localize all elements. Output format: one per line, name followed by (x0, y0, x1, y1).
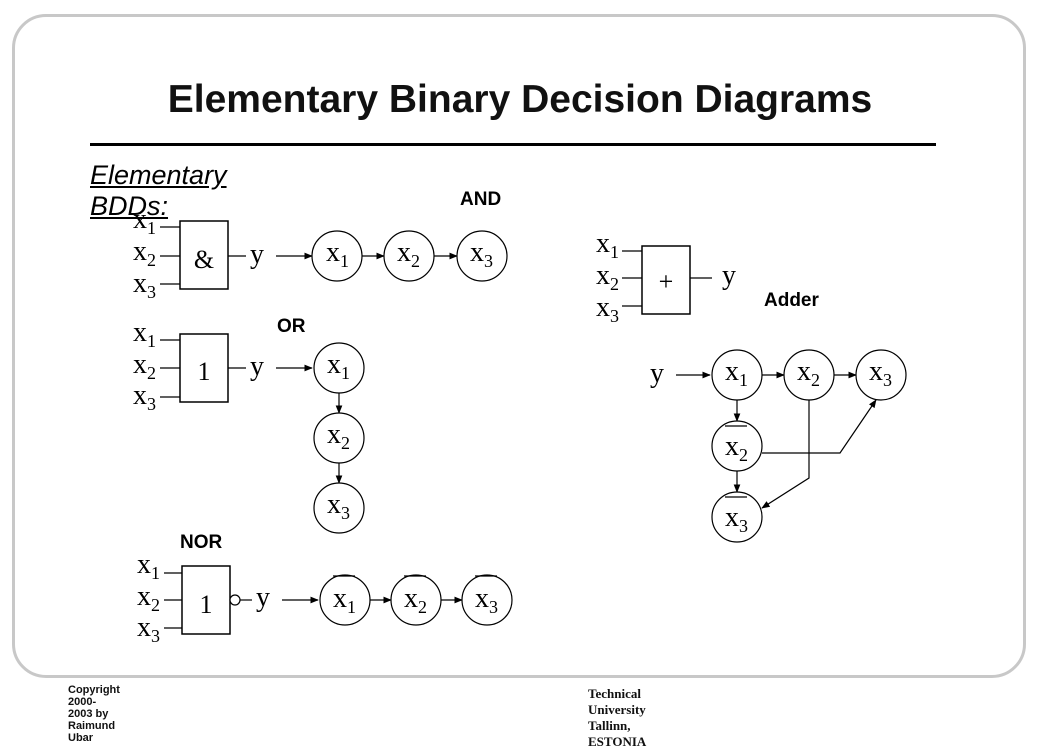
nor-gate-box (181, 565, 231, 635)
nor-node-x1-label: x1 (333, 583, 356, 617)
adder-gate-group: x1 x2 x3 + y Adder y x1 x2 x3 x2 (596, 228, 907, 543)
adder-output-y: y (722, 260, 736, 291)
and-label: AND (460, 189, 501, 210)
or-node-x2-label: x2 (327, 419, 350, 453)
or-gate-group: OR x1 x2 x3 1 y x1 x2 x3 (133, 316, 365, 534)
nor-gate-group: NOR x1 x2 x3 1 y x1 x2 x3 (137, 532, 513, 646)
nor-output-y: y (256, 582, 270, 613)
nor-label: NOR (180, 532, 223, 553)
nor-input-x3-label: x3 (137, 612, 160, 646)
or-gate-symbol: 1 (198, 357, 211, 386)
and-node-x1-label: x1 (326, 237, 349, 271)
adder-gate-box (641, 245, 691, 315)
diagram-canvas: AND x1 x2 x3 & y x1 x2 x3 (133, 189, 907, 646)
or-input-x3-label: x3 (133, 380, 156, 414)
adder-edge-x2-x3bar (761, 400, 810, 509)
footer-affiliation: Technical University Tallinn, ESTONIA (588, 686, 647, 749)
slide-frame (12, 14, 1026, 678)
or-input-x2-label: x2 (133, 349, 156, 383)
and-input-x3-label: x3 (133, 268, 156, 302)
or-input-x1-label: x1 (133, 317, 156, 351)
nor-node-x3-label: x3 (475, 583, 498, 617)
or-output-y: y (250, 351, 264, 382)
and-gate-group: AND x1 x2 x3 & y x1 x2 x3 (133, 189, 508, 302)
nor-node-x2-label: x2 (404, 583, 427, 617)
nor-input-x1-label: x1 (137, 549, 160, 583)
copyright: Copyright 2000-2003 by Raimund Ubar (68, 684, 120, 744)
nor-node-x3-bar (461, 574, 513, 626)
adder-input-x3-label: x3 (596, 292, 619, 326)
adder-node-x1-label: x1 (725, 356, 748, 390)
or-gate-box (179, 333, 229, 403)
and-inputs: x1 x2 x3 (133, 204, 156, 302)
adder-node-x2-label: x2 (797, 356, 820, 390)
adder-gate-symbol: + (659, 267, 674, 296)
or-node-x1-label: x1 (327, 349, 350, 383)
and-gate-symbol: & (194, 245, 214, 274)
page-title: Elementary Binary Decision Diagrams (167, 78, 873, 121)
nor-gate-symbol: 1 (200, 590, 213, 619)
or-label: OR (277, 316, 306, 337)
and-node-x3 (456, 230, 508, 282)
and-input-x1-label: x1 (133, 204, 156, 238)
or-node-x3 (313, 482, 365, 534)
adder-label: Adder (764, 290, 820, 311)
adder-node-x3 (855, 349, 907, 401)
adder-input-x2-label: x2 (596, 260, 619, 294)
and-input-x2-label: x2 (133, 236, 156, 270)
title-rule (90, 143, 936, 146)
subtitle: Elementary BDDs: (90, 160, 227, 221)
and-node-x3-label: x3 (470, 237, 493, 271)
nor-inversion-bubble (229, 594, 241, 606)
adder-input-x1-label: x1 (596, 228, 619, 262)
adder-node-x2bar-label: x2 (725, 431, 748, 465)
adder-edge-x2bar-x3 (762, 399, 877, 454)
and-node-x2-label: x2 (397, 237, 420, 271)
adder-node-x3-bar (711, 491, 763, 543)
or-node-x3-label: x3 (327, 489, 350, 523)
nor-input-x2-label: x2 (137, 581, 160, 615)
adder-node-x3bar-label: x3 (725, 502, 748, 536)
and-gate-box (179, 220, 229, 290)
adder-node-x3-label: x3 (869, 356, 892, 390)
and-output-y: y (250, 239, 264, 270)
adder-bdd-y: y (650, 358, 664, 389)
